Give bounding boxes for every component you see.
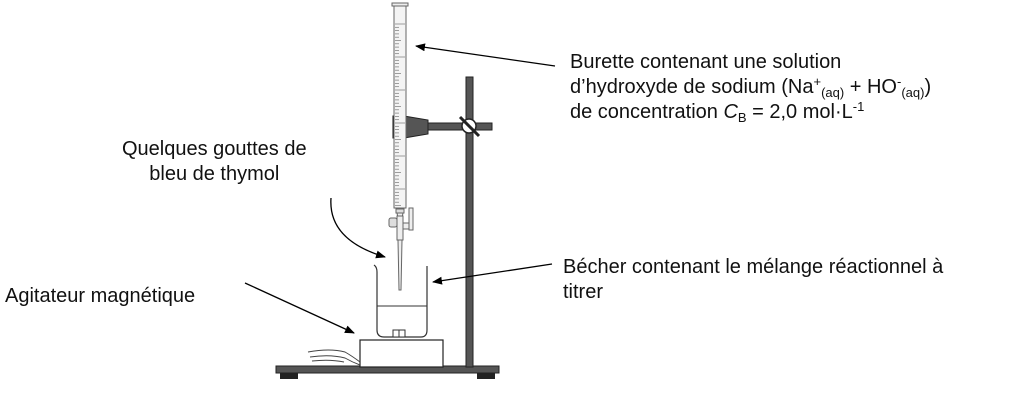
stirrer-arrow	[244, 282, 355, 334]
symbol: C	[723, 101, 738, 123]
text: de concentration	[570, 101, 724, 123]
stand-rod	[465, 76, 474, 368]
burette-label-line1: Burette contenant une solution	[570, 51, 842, 73]
indicator-label: Quelques gouttes de bleu de thymol	[122, 137, 307, 187]
burette	[388, 2, 414, 291]
magnetic-stirrer	[359, 339, 444, 368]
burette-label-line3: de concentration CB = 2,0 mol·L-1	[570, 100, 931, 125]
exponent: -1	[852, 99, 865, 114]
stand-base	[275, 365, 500, 379]
state: (aq)	[821, 85, 845, 100]
text: d’hydroxyde de sodium (Na	[570, 76, 814, 98]
burette-label: Burette contenant une solution d’hydroxy…	[570, 50, 931, 125]
charge: +	[813, 74, 822, 89]
state: (aq)	[901, 85, 925, 100]
burette-label-line2: d’hydroxyde de sodium (Na+(aq) + HO-(aq)…	[570, 75, 931, 100]
beaker-label-line1: Bécher contenant le mélange réactionnel …	[563, 256, 944, 278]
stirrer-label: Agitateur magnétique	[5, 285, 196, 307]
beaker-label-line2: titrer	[563, 281, 603, 303]
text: = 2,0 mol·L	[746, 101, 853, 123]
burette-clamp	[392, 115, 493, 139]
charge: -	[896, 74, 902, 89]
text: )	[924, 76, 932, 98]
text: + HO	[844, 76, 897, 98]
beaker-label: Bécher contenant le mélange réactionnel …	[563, 255, 943, 305]
burette-arrow	[415, 43, 556, 67]
beaker	[373, 264, 428, 338]
indicator-label-line1: Quelques gouttes de	[122, 138, 307, 160]
subscript: B	[737, 110, 747, 125]
stirrer-cable	[307, 349, 361, 366]
indicator-arrow	[330, 197, 386, 259]
indicator-label-line2: bleu de thymol	[149, 163, 280, 185]
beaker-arrow	[432, 263, 553, 285]
